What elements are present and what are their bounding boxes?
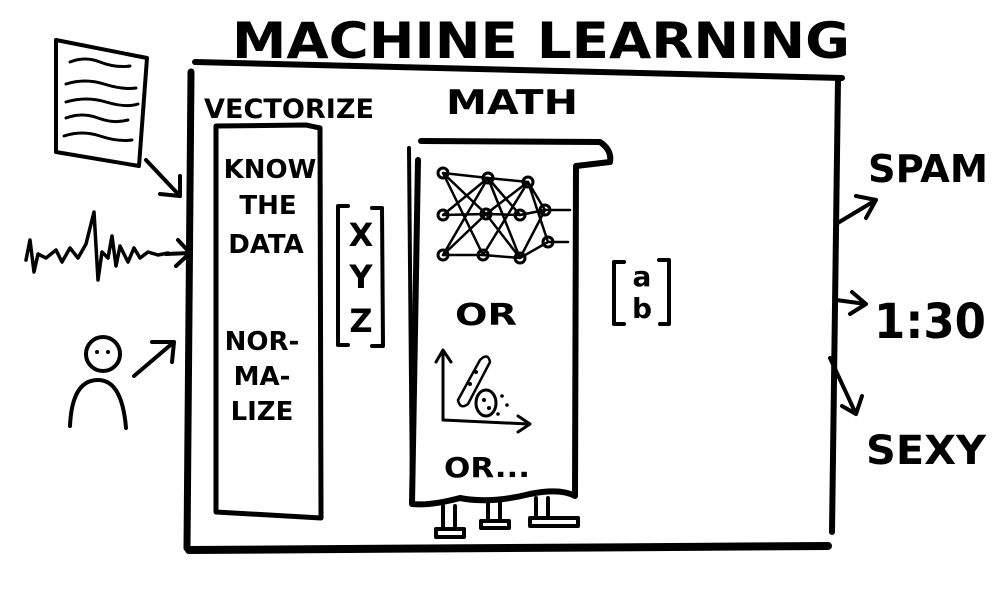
know-line-2: THE [239,191,296,221]
feature-x: X [349,216,374,254]
output-sexy: SEXY [866,428,987,474]
arrow-icon [132,340,176,378]
arrow-icon [834,290,868,316]
document-icon [54,38,149,168]
waveform-icon [24,210,170,282]
math-stage: MATH OR [407,83,614,539]
feature-y: Y [348,258,373,296]
normalize-line-2: MA- [234,362,291,392]
scatter-plot-icon [434,348,532,434]
output-b: b [632,292,652,325]
output-time: 1:30 [874,294,986,350]
math-or-2: OR... [444,451,530,484]
know-line-3: DATA [228,230,304,260]
math-label: MATH [446,83,578,123]
normalize-line-1: NOR- [225,327,300,357]
arrow-icon [834,194,878,226]
feature-z: Z [349,302,372,340]
diagram-title: MACHINE LEARNING [232,12,850,70]
feature-vector: X Y Z [336,204,385,348]
arrow-icon [144,158,182,198]
person-icon [68,335,128,430]
output-vector: a b [612,258,671,326]
math-or-1: OR [455,298,517,333]
vectorize-stage: VECTORIZE KNOW THE DATA NOR- MA- LIZE [204,94,374,521]
neural-network-icon [436,166,572,265]
output-spam: SPAM [868,147,988,191]
vectorize-label: VECTORIZE [204,94,374,125]
machine-feet [434,496,580,539]
normalize-line-3: LIZE [231,397,294,427]
arrow-icon [828,356,864,416]
output-a: a [633,260,652,293]
machine-box [183,59,845,554]
know-line-1: KNOW [224,155,317,185]
arrow-icon [164,238,192,268]
